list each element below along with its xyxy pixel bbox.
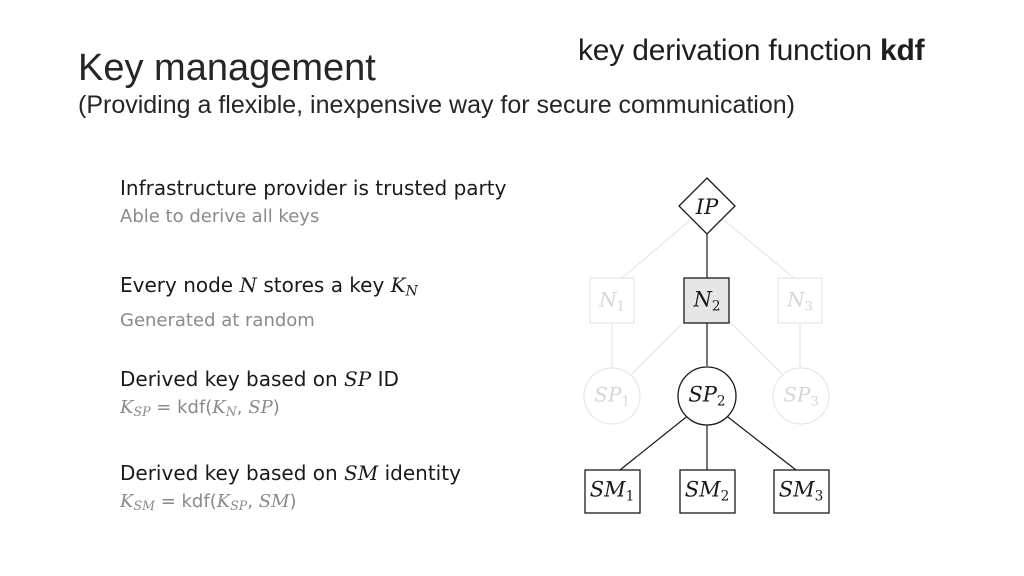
bullet-sm-key: Derived key based on SM identity KSM = k… (120, 459, 461, 519)
node-sp2-label: SP2 (688, 382, 726, 410)
node-sm2-shape (679, 469, 736, 514)
node-sm1-label: SM1 (589, 477, 635, 505)
heading-text: key derivation function (578, 34, 881, 67)
page-title: Key management (78, 47, 376, 89)
node-sm1-shape (584, 469, 641, 514)
node-n1-label: N1 (599, 287, 625, 315)
node-sp2-shape (677, 366, 737, 426)
node-sm2-label: SM2 (684, 477, 730, 505)
heading-bold: kdf (880, 34, 925, 67)
node-n2-shape (683, 277, 730, 324)
bullet-node-key: Every node N stores a key KN Generated a… (120, 271, 418, 334)
node-sp3-label: SP3 (783, 382, 819, 410)
bullet-main: Every node N stores a key KN (120, 273, 418, 300)
bullet-sp-key: Derived key based on SP ID KSP = kdf(KN,… (120, 365, 399, 425)
node-ip-shape (678, 177, 736, 235)
node-sm3-shape (773, 469, 830, 514)
node-n1-shape (589, 277, 635, 324)
node-sp3-shape (772, 367, 830, 425)
node-n2-label: N2 (693, 287, 721, 315)
bullet-formula: KSP = kdf(KN, SP) (120, 397, 280, 420)
bullet-main: Infrastructure provider is trusted party (120, 176, 507, 200)
key-hierarchy-diagram: IP N1 N2 N3 SP1 SP2 SP3 SM1 SM2 SM3 (560, 160, 860, 530)
bullet-sub: Generated at random (120, 309, 315, 331)
edge-n2-sp1 (631, 321, 685, 375)
edge-n2-sp3 (729, 321, 783, 375)
bullet-formula: KSM = kdf(KSP, SM) (120, 491, 297, 514)
node-n3-label: N3 (787, 287, 813, 315)
node-sm3-label: SM3 (778, 477, 824, 505)
bullet-main: Derived key based on SP ID (120, 367, 399, 391)
node-n3-shape (777, 277, 823, 324)
bullet-sub: Able to derive all keys (120, 206, 320, 227)
bullet-main: Derived key based on SM identity (120, 461, 461, 485)
page-subtitle: (Providing a flexible, inexpensive way f… (78, 91, 795, 119)
edge-sp2-sm3 (723, 413, 797, 471)
node-sp1-shape (583, 367, 641, 425)
node-ip-label: IP (695, 195, 719, 219)
slide-heading: key derivation function kdf (578, 34, 925, 68)
edge-sp2-sm1 (619, 413, 691, 471)
node-sp1-label: SP1 (594, 382, 630, 410)
bullet-trusted-party: Infrastructure provider is trusted party… (120, 174, 506, 230)
diagram-svg (583, 177, 830, 514)
